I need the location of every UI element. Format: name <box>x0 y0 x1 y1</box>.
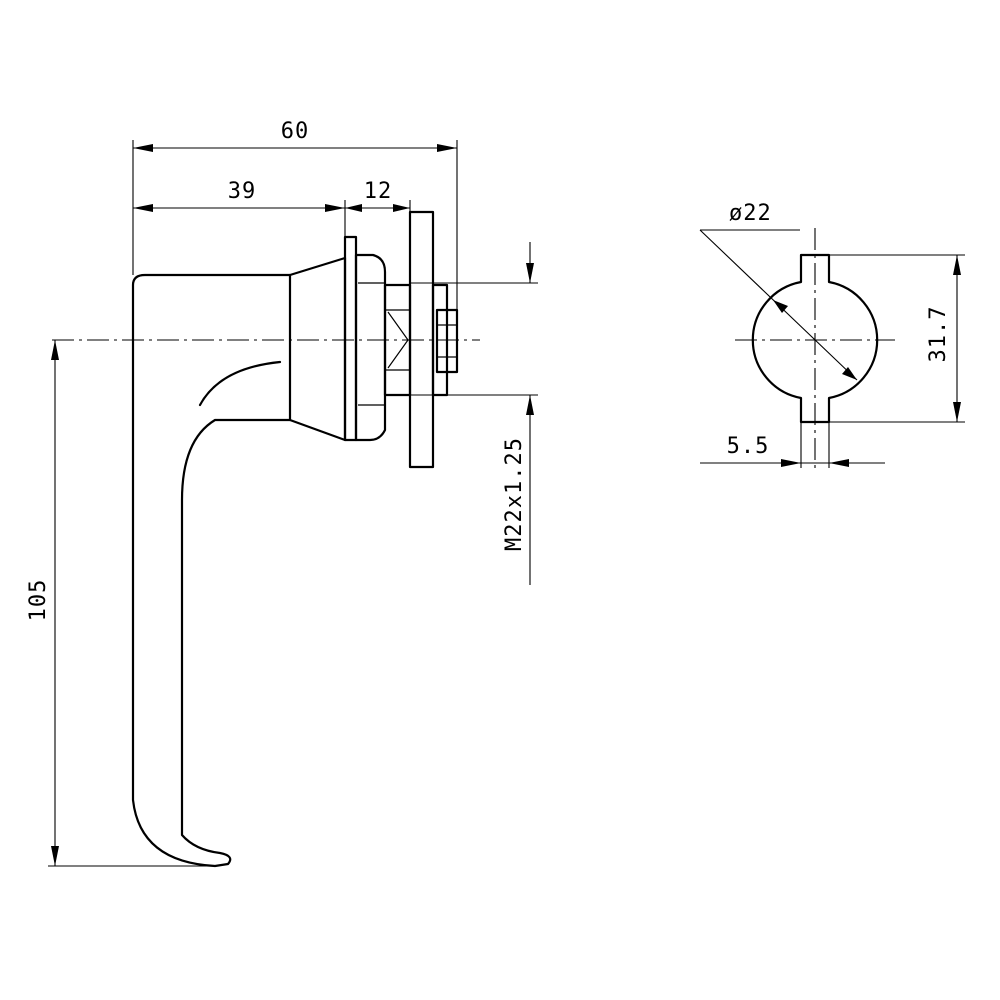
arrow-39-right <box>325 204 345 212</box>
keyed-shaft-end-view: ø22 31.7 5.5 <box>699 201 965 470</box>
arrow-thread-bottom <box>526 395 534 415</box>
handle-side-view <box>52 210 480 868</box>
end-screw <box>435 308 459 374</box>
flange-washer <box>343 235 358 442</box>
arrow-105-top <box>51 340 59 360</box>
handle-inner-curve <box>198 360 282 407</box>
dim-label-12: 12 <box>364 179 393 204</box>
dim-label-105: 105 <box>26 579 51 622</box>
dim-label-39: 39 <box>228 179 257 204</box>
dim-label-thread: M22x1.25 <box>502 437 527 551</box>
arrow-diameter-bottom <box>842 367 857 380</box>
arrow-60-right <box>437 144 457 152</box>
arrow-5-5-left <box>781 459 801 467</box>
arrow-31-7-bottom <box>953 402 961 422</box>
dim-label-diameter: ø22 <box>729 201 772 226</box>
dim-label-key-height: 31.7 <box>926 306 951 363</box>
shaft-profile <box>751 253 879 424</box>
dim-label-60: 60 <box>281 119 310 144</box>
arrow-5-5-right <box>829 459 849 467</box>
hex-nut <box>354 253 387 442</box>
arrow-39-left <box>133 204 153 212</box>
handle-lever-outline <box>131 256 347 868</box>
arrow-31-7-top <box>953 255 961 275</box>
arrow-thread-top <box>526 263 534 283</box>
arrow-105-bottom <box>51 846 59 866</box>
side-view-dimensions: 60 39 12 105 M22x1.25 <box>26 119 538 867</box>
dim-label-key-width: 5.5 <box>727 434 770 459</box>
arrow-12-left <box>345 204 362 212</box>
arrow-12-right <box>393 204 410 212</box>
arrow-diameter-top <box>773 300 788 313</box>
arrow-60-left <box>133 144 153 152</box>
